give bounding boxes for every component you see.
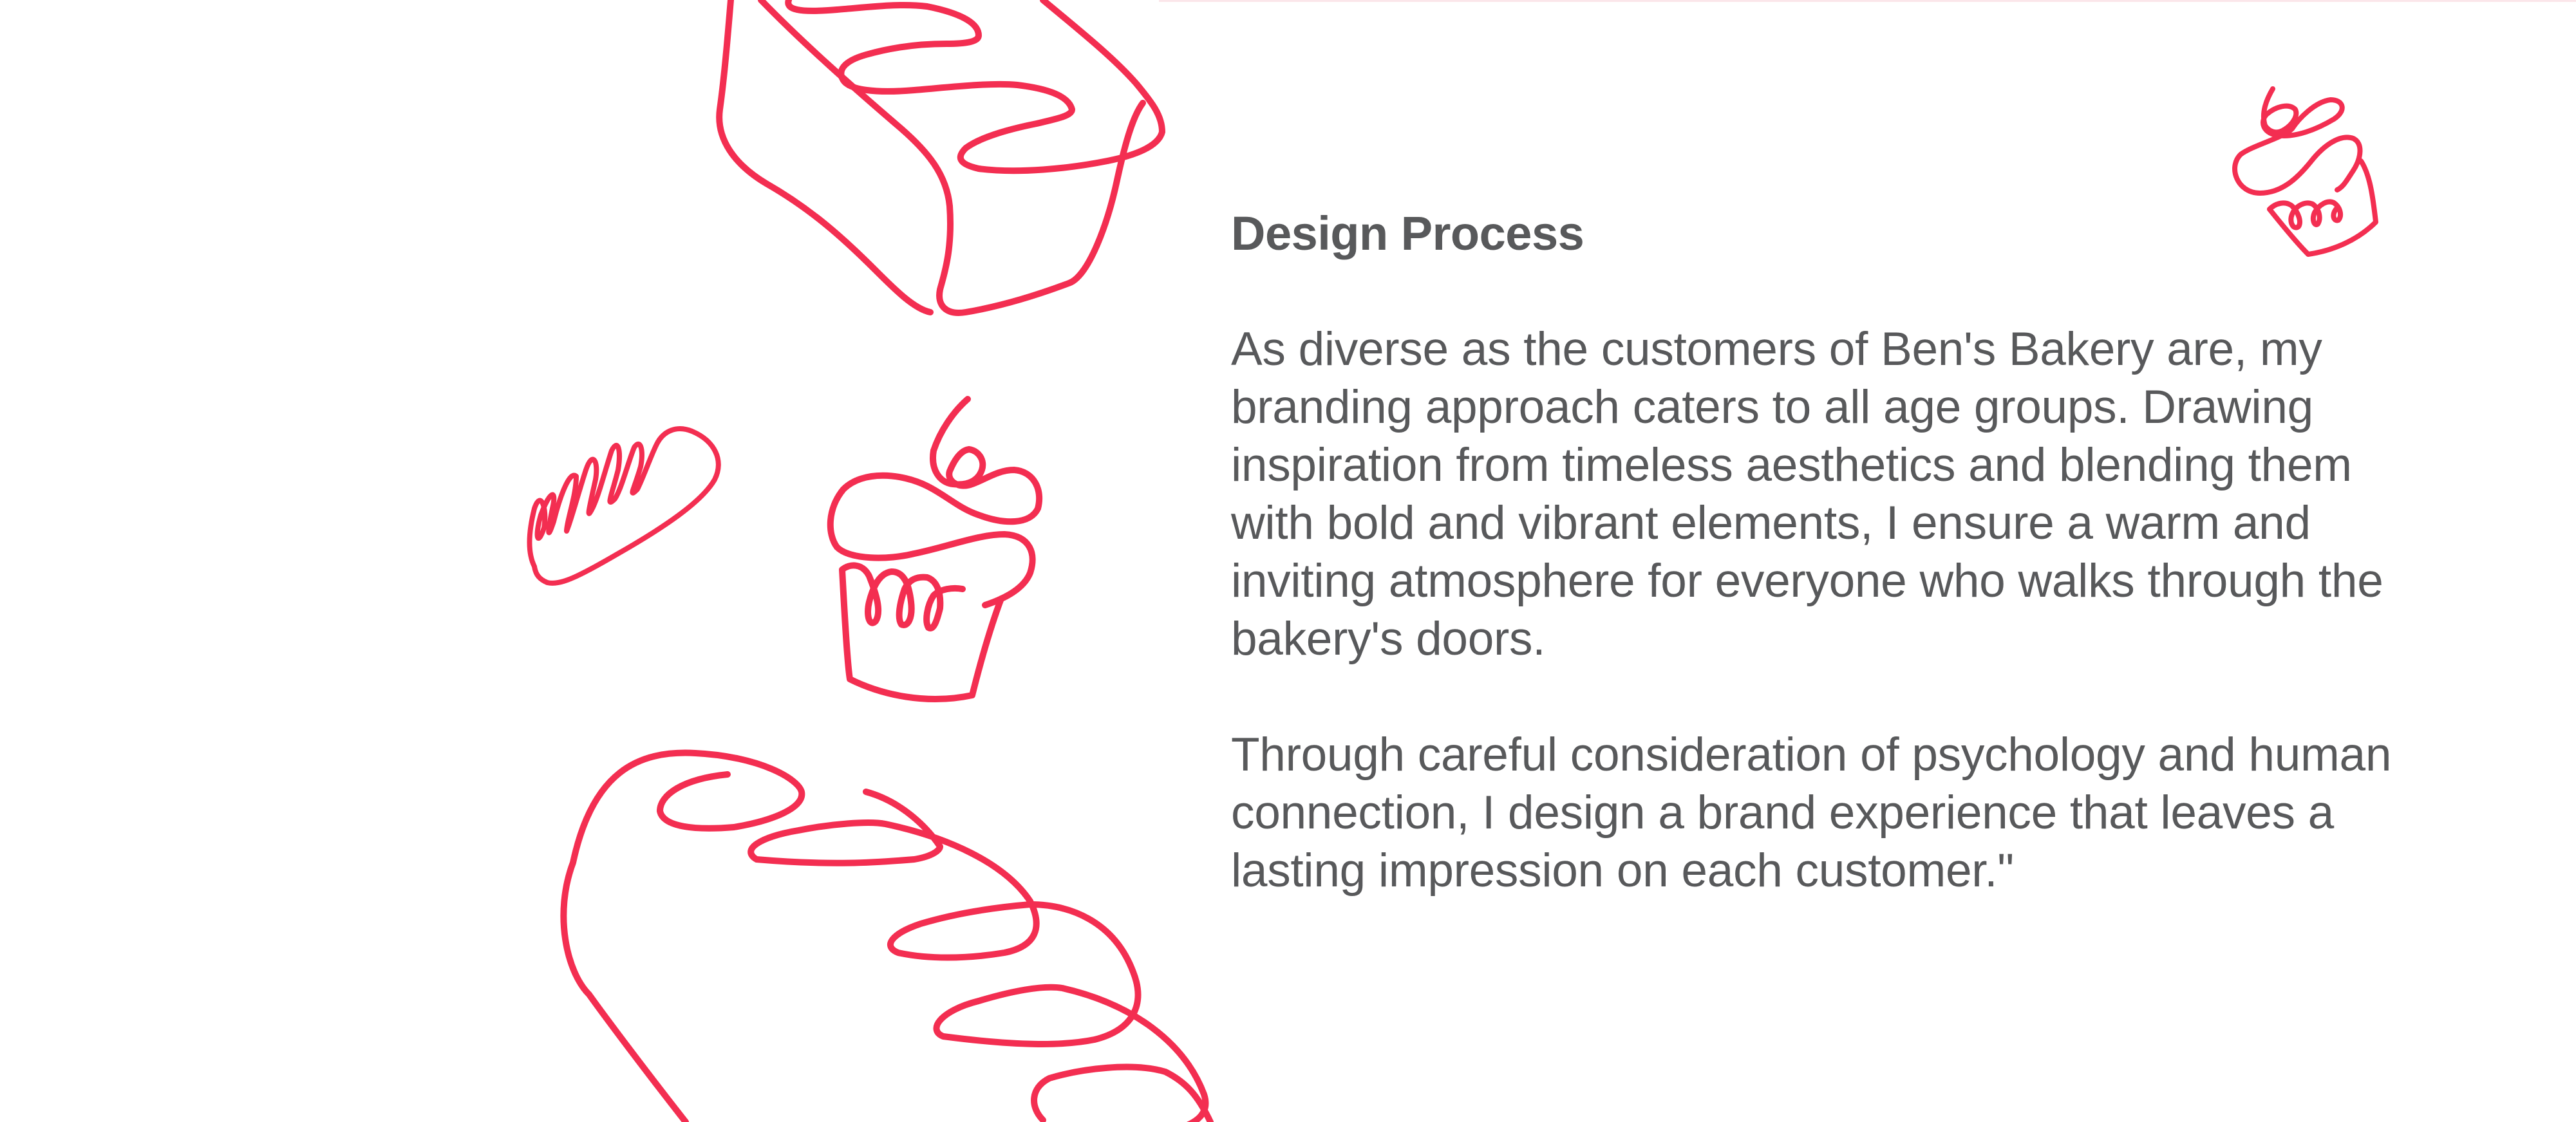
small-baguette-icon — [527, 426, 721, 586]
paragraph-intro: As diverse as the customers of Ben's Bak… — [1231, 323, 2383, 665]
bread-loaf-icon — [716, 0, 1165, 316]
paragraph-closing: Through careful consideration of psychol… — [1231, 729, 2392, 897]
section-heading: Design Process — [1231, 207, 1584, 260]
design-process-section: Design Process As diverse as the custome… — [1231, 205, 2493, 958]
cupcake-small-icon — [2232, 86, 2378, 257]
top-divider — [1159, 0, 2576, 2]
large-baguette-icon — [560, 749, 1214, 1122]
cupcake-large-icon — [827, 396, 1043, 702]
